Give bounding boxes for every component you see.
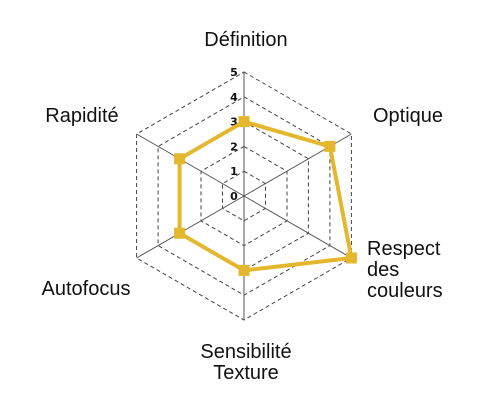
axis-spoke-4 <box>136 195 245 259</box>
axis-label-1: Optique <box>373 105 443 127</box>
axis-label-5-line-0: Rapidité <box>45 105 118 127</box>
series-layer <box>174 116 357 276</box>
axis-label-2-line-2: couleurs <box>367 280 443 302</box>
axis-spoke-5 <box>136 133 245 197</box>
axis-label-5: Rapidité <box>45 105 118 127</box>
data-point-4 <box>174 227 186 239</box>
axis-spoke-2 <box>243 195 352 259</box>
tick-label-3: 3 <box>230 116 238 129</box>
spoke-layer <box>136 72 352 320</box>
tick-label-5: 5 <box>230 66 238 79</box>
tick-label-4: 4 <box>230 91 238 104</box>
axis-label-3-line-1: Texture <box>213 362 279 384</box>
axis-label-3-line-0: Sensibilité <box>200 341 291 363</box>
data-point-5 <box>174 153 186 165</box>
data-point-3 <box>238 264 250 276</box>
tick-label-0: 0 <box>230 190 238 203</box>
axis-label-0: Définition <box>204 29 287 51</box>
axis-label-1-line-0: Optique <box>373 105 443 127</box>
axis-label-4-line-0: Autofocus <box>42 278 131 300</box>
tick-label-1: 1 <box>230 165 238 178</box>
axis-label-2-line-1: des <box>367 259 399 281</box>
tick-label-2: 2 <box>230 140 238 153</box>
axis-label-0-line-0: Définition <box>204 29 287 51</box>
axis-label-4: Autofocus <box>42 278 131 300</box>
tick-layer: 0 1 2 3 4 5 <box>230 66 238 203</box>
data-point-2 <box>345 252 357 264</box>
data-point-1 <box>324 140 336 152</box>
data-point-0 <box>238 116 250 128</box>
axis-label-2-line-0: Respect <box>367 238 441 260</box>
